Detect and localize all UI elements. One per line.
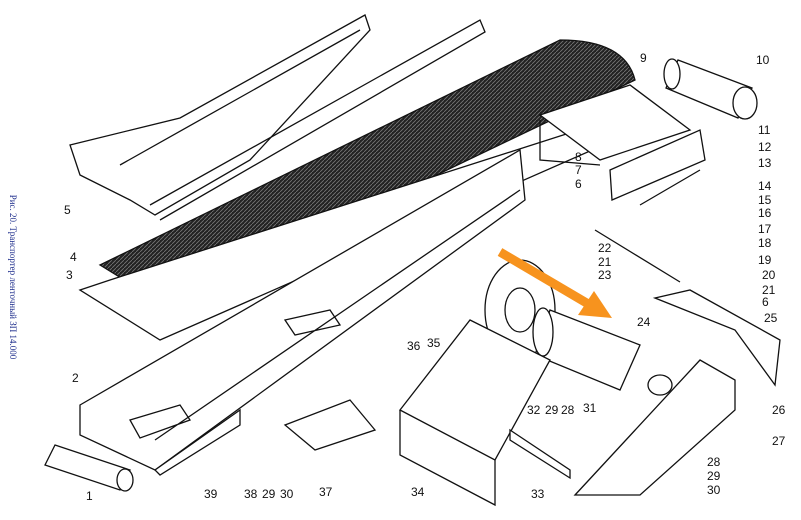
part-label-30: 30 <box>280 487 294 501</box>
bracket-25 <box>652 289 781 387</box>
cover-34 <box>399 319 551 461</box>
part-label-21: 21 <box>598 255 612 269</box>
stand-26 <box>573 359 736 496</box>
part-label-27: 27 <box>772 434 786 448</box>
part-label-6: 6 <box>762 295 769 309</box>
part-label-9: 9 <box>640 51 647 65</box>
part-label-18: 18 <box>758 236 772 250</box>
part-label-37: 37 <box>319 485 333 499</box>
part-label-17: 17 <box>758 222 772 236</box>
part-label-6: 6 <box>575 177 582 191</box>
part-label-35: 35 <box>427 336 441 350</box>
part-label-26: 26 <box>772 403 786 417</box>
hopper <box>69 14 371 216</box>
part-label-11: 11 <box>758 123 771 137</box>
part-label-28: 28 <box>561 403 575 417</box>
part-label-30: 30 <box>707 483 721 497</box>
orange-arrow <box>497 248 612 318</box>
part-label-34: 34 <box>411 485 425 499</box>
part-label-15: 15 <box>758 193 772 207</box>
conveyor-belt <box>98 39 636 306</box>
part-label-38: 38 <box>244 487 258 501</box>
frame <box>79 148 526 471</box>
part-label-19: 19 <box>758 253 772 267</box>
part-label-3: 3 <box>66 268 73 282</box>
part-label-29: 29 <box>545 403 559 417</box>
part-label-2: 2 <box>72 371 79 385</box>
bracket-9 <box>538 84 692 161</box>
part-label-22: 22 <box>598 241 612 255</box>
part-label-1: 1 <box>86 489 93 503</box>
part-label-31: 31 <box>583 401 597 415</box>
part-label-29: 29 <box>262 487 276 501</box>
part-label-36: 36 <box>407 339 421 353</box>
part-label-14: 14 <box>758 179 772 193</box>
part-label-32: 32 <box>527 403 541 417</box>
part-label-28: 28 <box>707 455 721 469</box>
part-label-8: 8 <box>575 150 582 164</box>
part-label-7: 7 <box>575 163 582 177</box>
roller-1 <box>44 444 131 491</box>
part-label-24: 24 <box>637 315 651 329</box>
part-label-25: 25 <box>764 311 778 325</box>
part-label-13: 13 <box>758 156 772 170</box>
part-label-5: 5 <box>64 203 71 217</box>
part-label-33: 33 <box>531 487 545 501</box>
plate-12 <box>609 129 706 201</box>
part-label-29: 29 <box>707 469 721 483</box>
part-label-16: 16 <box>758 206 772 220</box>
part-label-20: 20 <box>762 268 776 282</box>
part-label-10: 10 <box>756 53 770 67</box>
part-label-39: 39 <box>204 487 218 501</box>
part-label-12: 12 <box>758 140 772 154</box>
part-label-23: 23 <box>598 268 612 282</box>
part-label-4: 4 <box>70 250 77 264</box>
plate-37 <box>283 399 377 451</box>
part-label-21: 21 <box>762 283 776 297</box>
